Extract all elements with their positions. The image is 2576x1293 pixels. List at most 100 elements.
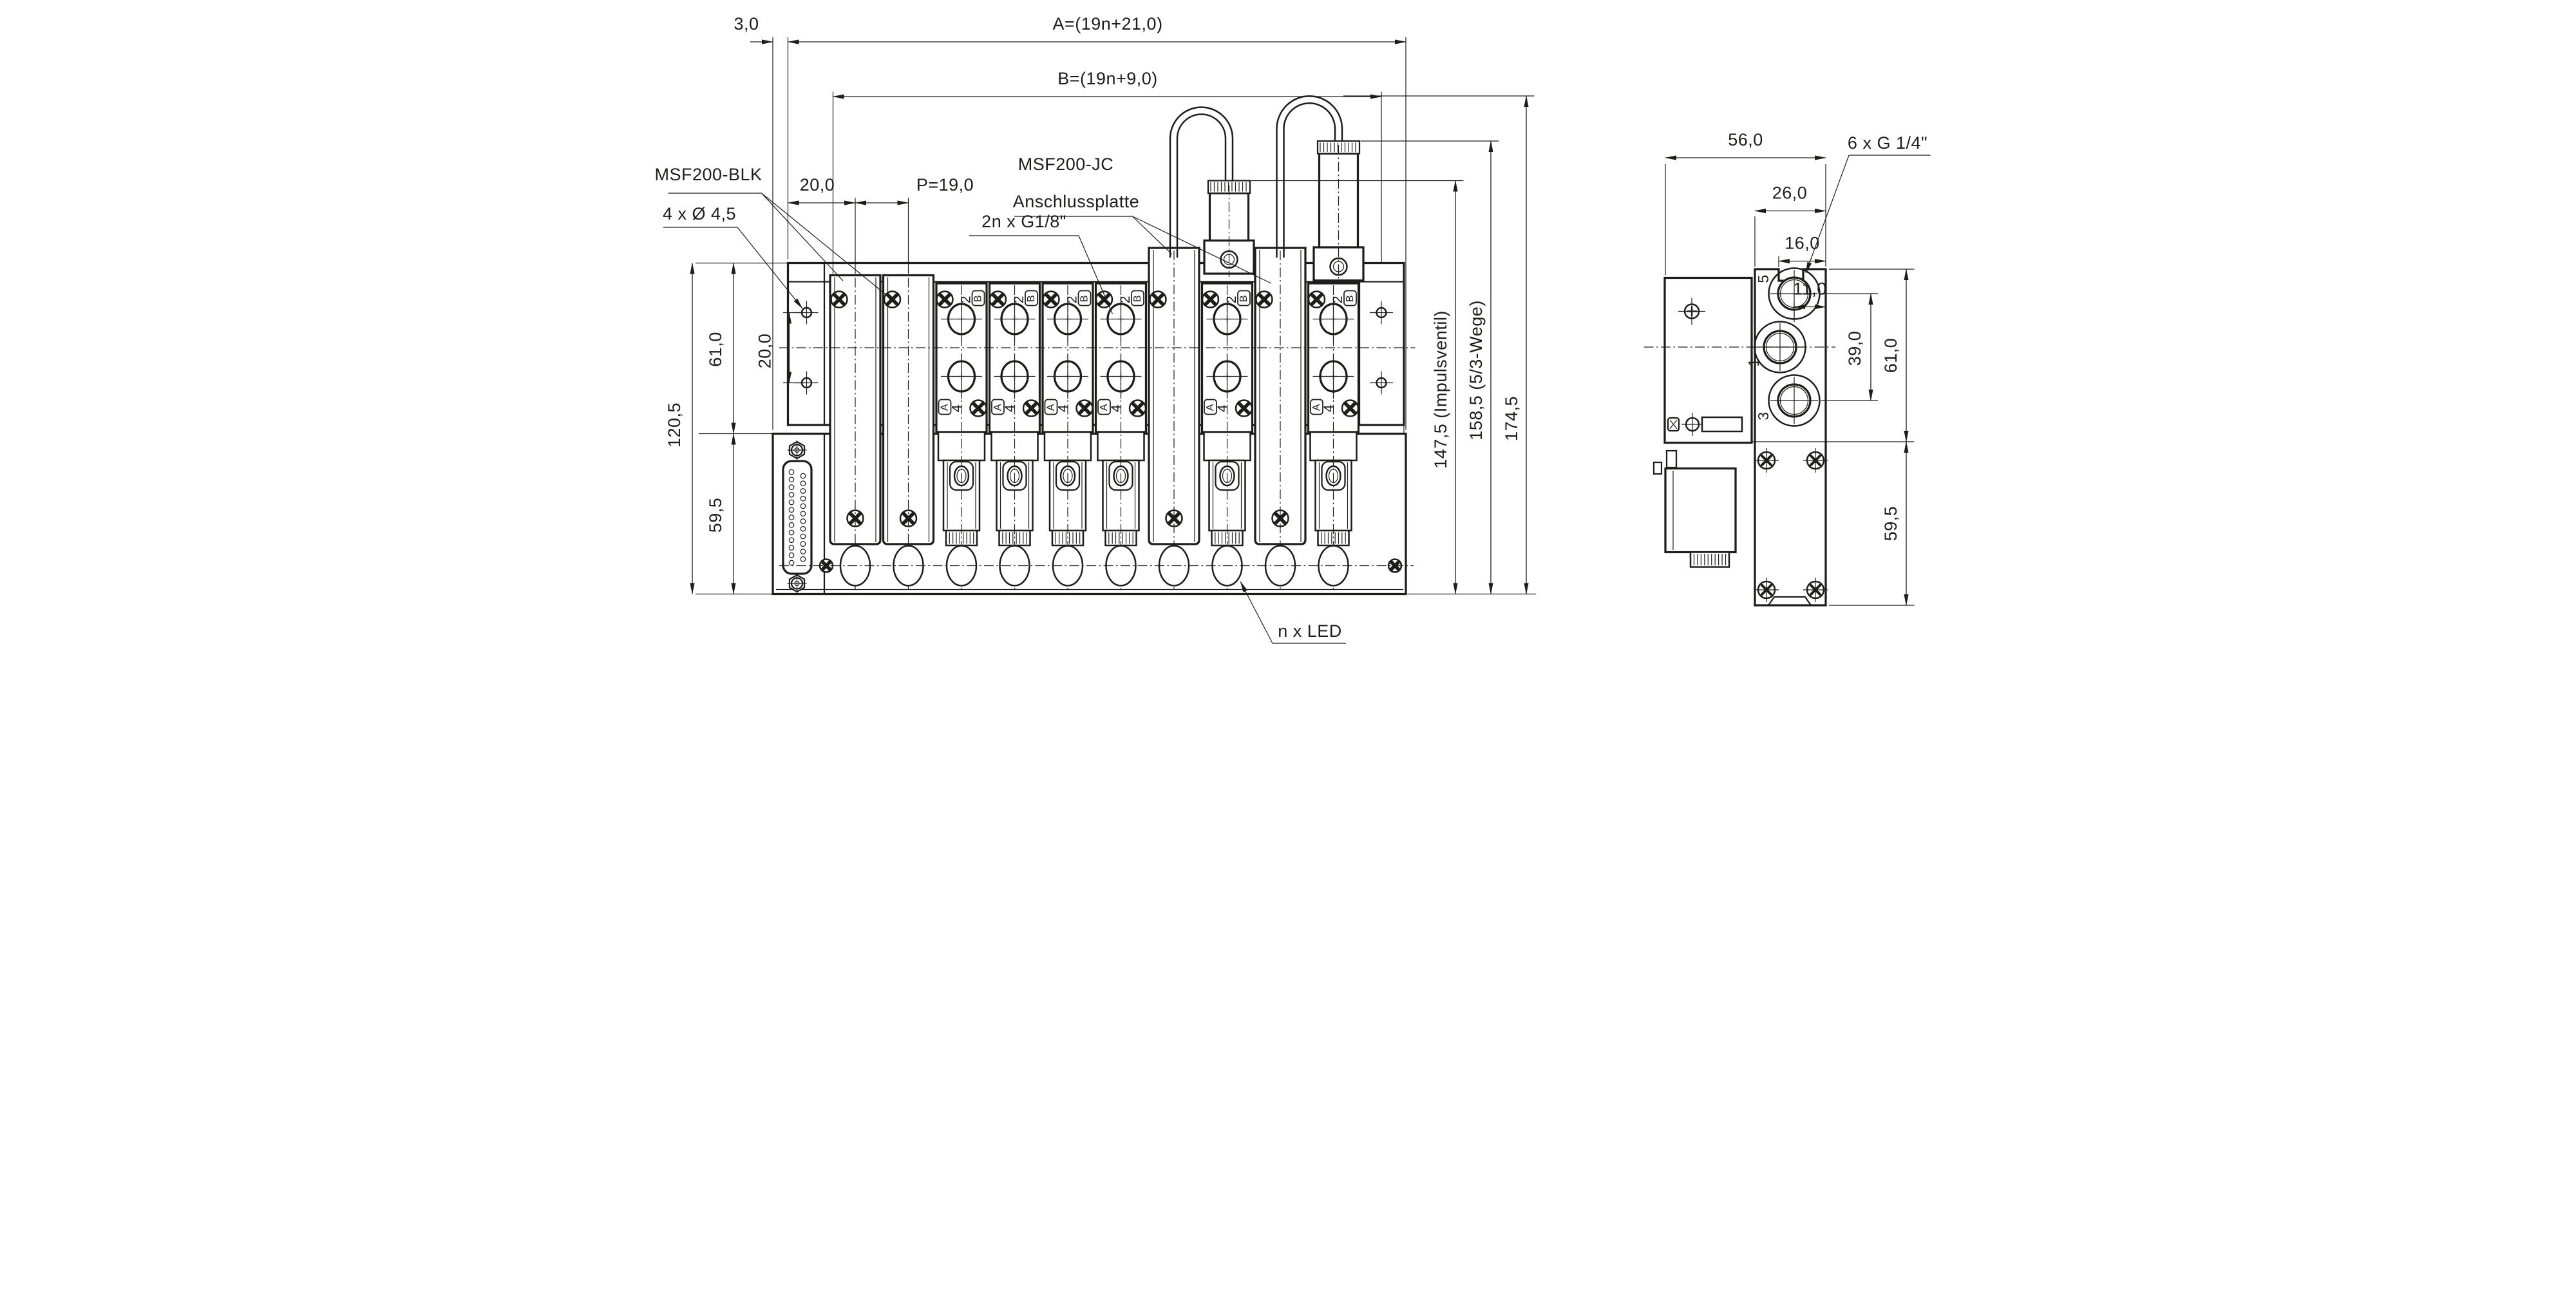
- station-6-screw-bottom: [1128, 399, 1147, 417]
- dsub-pin: [788, 491, 795, 498]
- station-10-label-4: 4: [1321, 404, 1336, 412]
- dsub-connector: [782, 433, 826, 594]
- port5-number: 5: [1755, 274, 1772, 283]
- station-7-screw-top: [1149, 290, 1167, 308]
- side-plate-screw-3: [1754, 578, 1779, 602]
- station-3-screw-top: [936, 290, 954, 308]
- station-10-label-B: B: [1343, 290, 1357, 307]
- dim-59r: 59,5: [1881, 506, 1900, 542]
- impulse-valve-tower: [1169, 106, 1255, 277]
- side-plate-screw-1: [1754, 448, 1779, 473]
- station-3-label-B-text: B: [973, 295, 984, 302]
- dsub-pin: [800, 556, 806, 562]
- label-ports: 2n x G1/8": [981, 212, 1066, 231]
- dsub-shell: [782, 460, 813, 575]
- station-4-label-2: 2: [1012, 296, 1027, 303]
- side-dimensions: 56,0 26,0 16,0 11,0 39,0 61,0 59,5 6 x G…: [1665, 130, 1931, 606]
- station-9-jc: [1254, 247, 1307, 589]
- station-4-label-A: A: [991, 399, 1005, 415]
- station-3-screw-bottom: [969, 399, 987, 417]
- side-solenoid-connector-ribs: [1689, 551, 1730, 568]
- dim-A: A=(19n+21,0): [1052, 14, 1162, 33]
- station-1-blk: [829, 274, 882, 589]
- dsub-pin: [800, 549, 806, 554]
- dsub-pin: [800, 541, 806, 547]
- station-4-label-4: 4: [1003, 404, 1018, 412]
- dim-pitch: P=19,0: [916, 175, 974, 194]
- station-5-label-2: 2: [1065, 296, 1080, 303]
- dim-39: 39,0: [1845, 331, 1864, 366]
- label-mount-holes-leader: [737, 227, 803, 309]
- label-jc-line2: Anschlussplatte: [1013, 192, 1140, 211]
- dsub-pin: [800, 533, 806, 540]
- station-8-label-A: A: [1204, 399, 1217, 415]
- dsub-pin: [788, 529, 795, 536]
- station-4-label-B-text: B: [1026, 295, 1037, 302]
- station-4-label-B: B: [1025, 290, 1038, 307]
- cable-1-inner: [1176, 113, 1227, 258]
- station-10-label-A: A: [1310, 399, 1323, 415]
- station-10-label-A-text: A: [1311, 404, 1322, 411]
- station-8-label-B: B: [1237, 290, 1251, 307]
- label-jc-leader: [1014, 216, 1272, 284]
- side-view: 5 1 3: [1643, 267, 1835, 607]
- station-6-label-A: A: [1097, 399, 1111, 415]
- dsub-pin: [800, 518, 806, 524]
- label-blank-plate: MSF200-BLK: [654, 165, 762, 184]
- dsub-pin: [788, 477, 795, 483]
- dim-147: 147,5 (Impulsventil): [1431, 310, 1450, 469]
- station-3-label-A-text: A: [940, 404, 951, 411]
- station-10-screw-top: [1307, 290, 1326, 308]
- station-7-jc: [1148, 247, 1200, 589]
- dsub-pin: [788, 507, 795, 513]
- dsub-pin: [800, 511, 806, 517]
- station-3-label-2: 2: [959, 296, 974, 303]
- label-thread: 6 x G 1/4": [1848, 133, 1927, 153]
- station-6-label-4: 4: [1109, 404, 1124, 412]
- port1-number: 1: [1745, 358, 1762, 366]
- label-thread-leader: [1805, 155, 1850, 274]
- dsub-pin: [788, 552, 795, 558]
- label-led: n x LED: [1278, 621, 1342, 641]
- station-10-screw-bottom: [1341, 399, 1359, 417]
- station-8-screw-bottom: [1235, 399, 1253, 417]
- station-4-screw-top: [989, 290, 1007, 308]
- dim-26: 26,0: [1772, 184, 1808, 203]
- dim-20-holes: 20,0: [755, 334, 775, 369]
- dsub-pin: [788, 514, 795, 520]
- station-6-port-top: [1100, 296, 1142, 342]
- side-body-bottom-details: [1667, 413, 1743, 436]
- station-5-label-B-text: B: [1079, 295, 1090, 302]
- station-3-label-A: A: [938, 399, 952, 415]
- dsub-pin: [788, 469, 795, 475]
- front-dimensions: 3,0 A=(19n+21,0) B=(19n+9,0) 20,0 P=19,0…: [665, 14, 1536, 595]
- station-4-screw-bottom: [1022, 399, 1041, 417]
- label-ports-leader: [969, 235, 1113, 314]
- side-plate-screw-2: [1803, 448, 1828, 473]
- station-8-label-B-text: B: [1238, 295, 1249, 302]
- dsub-screw-top: [787, 440, 807, 460]
- dim-3-0: 3,0: [734, 14, 759, 33]
- dim-59: 59,5: [706, 498, 725, 533]
- port-3: [1770, 377, 1818, 424]
- dsub-pin: [800, 525, 806, 532]
- dsub-pin: [788, 499, 795, 505]
- dim-20-top: 20,0: [800, 175, 835, 194]
- label-mount-holes: 4 x Ø 4,5: [663, 204, 736, 223]
- side-solenoid: [1653, 449, 1737, 568]
- mount-hole-bottom-right: [1370, 371, 1393, 395]
- station-3-label-4: 4: [950, 404, 965, 412]
- five-three-valve-tower: [1276, 95, 1365, 282]
- station-2-screw-bottom: [899, 509, 918, 527]
- station-4-port-top: [994, 296, 1036, 342]
- station-3-label-B: B: [971, 290, 985, 307]
- dim-61: 61,0: [706, 332, 725, 367]
- dim-61r: 61,0: [1881, 338, 1900, 373]
